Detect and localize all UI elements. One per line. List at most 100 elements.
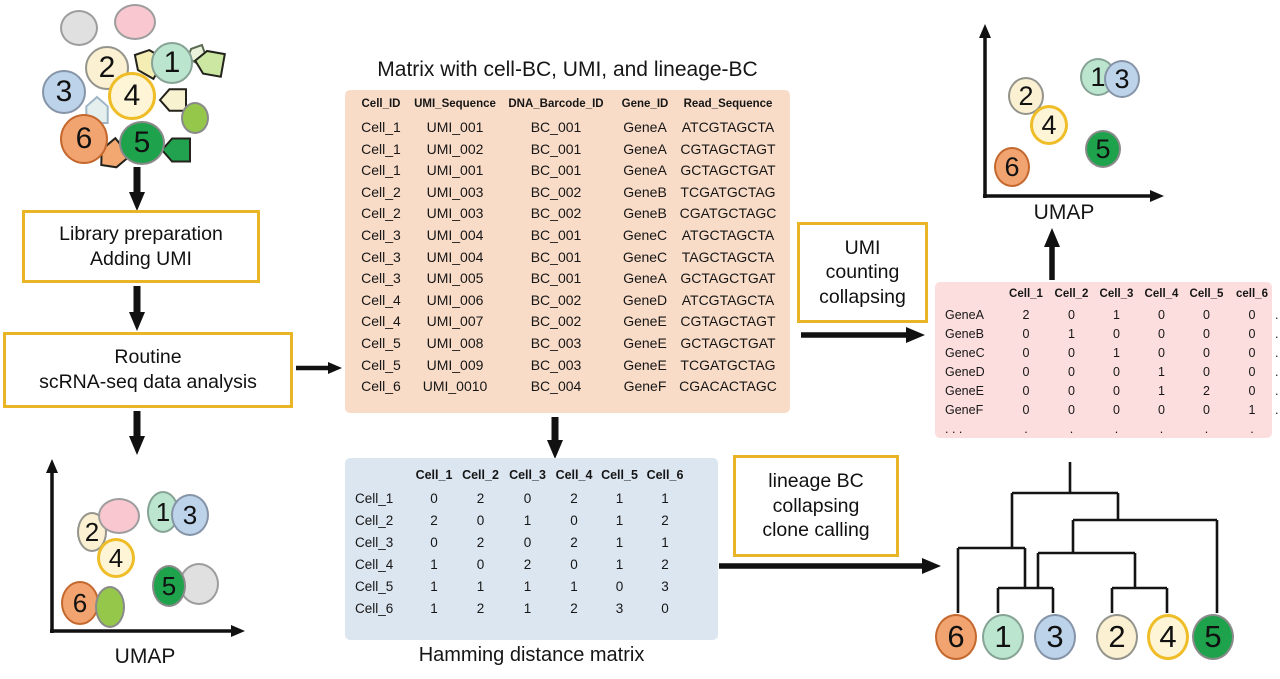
table-cell: .	[1204, 422, 1209, 436]
table-cell: BC_001	[530, 226, 582, 243]
table-cell: .	[1275, 346, 1279, 360]
table-cell: GeneB	[623, 183, 667, 200]
step-label-line: collapsing	[772, 494, 860, 517]
table-cell: 1	[523, 601, 532, 616]
table-cell: Cell_3	[361, 248, 401, 265]
cell-number-label: 1	[1090, 61, 1106, 92]
table-cell: 1	[430, 601, 438, 616]
cell-circle	[95, 586, 125, 628]
table-cell: GeneD	[622, 291, 668, 308]
table-cell: GeneE	[945, 384, 984, 398]
table-cell: UMI_002	[426, 140, 484, 157]
table-cell: UMI_004	[426, 248, 484, 265]
cell-circle-6: 6	[61, 581, 99, 625]
cell-circle-5: 5	[1085, 130, 1121, 168]
hamming-matrix-title: Hamming distance matrix	[418, 644, 645, 666]
header-cell: DNA_Barcode_ID	[508, 98, 604, 110]
table-cell: 2	[430, 513, 438, 528]
cell-circle	[181, 102, 209, 134]
table-cell: 1	[476, 579, 485, 594]
cell-number-label: 5	[1095, 133, 1111, 164]
table-cell: UMI_004	[426, 226, 484, 243]
header-cell: Cell_5	[1189, 288, 1224, 300]
table-cell: 2	[523, 557, 532, 572]
table-cell: 0	[1203, 365, 1210, 379]
table-cell: 1	[661, 491, 669, 506]
table-cell: 1	[570, 579, 578, 594]
table-cell: Cell_6	[361, 378, 401, 395]
header-cell: Cell_4	[1144, 288, 1179, 300]
table-cell: 2	[476, 491, 485, 506]
dendrogram-lines	[956, 462, 1219, 613]
table-cell: Cell_1	[361, 162, 401, 179]
cell-circle-4: 4	[1030, 105, 1068, 145]
table-cell: BC_001	[530, 140, 582, 157]
step-label-line: UMI	[844, 236, 881, 259]
cell-number-label: 4	[1159, 619, 1177, 654]
step-label-line: scRNA-seq data analysis	[39, 371, 257, 393]
table-cell: UMI_009	[426, 356, 484, 373]
table-cell: CGTAGCTAGT	[680, 140, 776, 157]
table-cell: Cell_2	[361, 205, 401, 222]
table-cell: 1	[661, 535, 669, 550]
table-cell: GeneA	[623, 162, 667, 179]
cell-number-label: 3	[1114, 63, 1130, 94]
table-cell: CGACACTAGC	[679, 378, 777, 395]
table-cell: Cell_2	[355, 513, 394, 528]
table-cell: .	[1275, 403, 1279, 417]
cell-number-label: 3	[182, 499, 198, 530]
table-cell: 1	[1113, 346, 1120, 360]
table-cell: BC_002	[530, 313, 582, 330]
step-label-line: Routine	[114, 346, 182, 369]
table-cell: BC_002	[530, 291, 582, 308]
table-cell: UMI_001	[426, 162, 484, 179]
step-label-line: clone calling	[762, 519, 870, 542]
table-cell: GeneB	[623, 205, 667, 222]
table-cell: 2	[570, 491, 578, 506]
table-cell: UMI_006	[426, 291, 484, 308]
table-cell: 0	[570, 513, 578, 528]
table-cell: 0	[523, 535, 532, 550]
table-cell: ATGCTAGCTA	[681, 226, 775, 243]
header-cell: Read_Sequence	[683, 98, 773, 110]
cell-circle-3: 3	[1034, 614, 1076, 660]
cell-number-label: 2	[1018, 80, 1034, 111]
cell-circle-6: 6	[994, 147, 1030, 187]
table-cell: Cell_3	[361, 270, 401, 287]
table-cell: 1	[430, 579, 438, 594]
table-cell: GeneA	[623, 119, 667, 135]
table-cell: 0	[1022, 403, 1030, 417]
cell-circle-3: 3	[42, 70, 86, 114]
table-cell: 0	[523, 491, 532, 506]
table-cell: UMI_005	[426, 270, 484, 287]
header-cell: Cell_1	[1009, 288, 1043, 300]
table-cell: 0	[1248, 346, 1256, 360]
header-cell: Cell_2	[462, 468, 499, 482]
table-cell: GCTAGCTGAT	[680, 334, 776, 351]
table-cell: BC_001	[530, 119, 582, 135]
cell-circle-4: 4	[97, 538, 135, 578]
table-cell: ATCGTAGCTA	[681, 119, 775, 135]
table-cell: 0	[1113, 365, 1120, 379]
umi-counting-step-box: UMI counting collapsing	[797, 222, 928, 323]
umap-top-axis-label: UMAP	[1033, 201, 1095, 224]
header-cell: Cell_3	[509, 468, 546, 482]
table-cell: 0	[661, 601, 669, 616]
table-cell: TCGATGCTAG	[680, 356, 776, 373]
table-cell: 0	[570, 557, 578, 572]
table-cell: 0	[1248, 327, 1256, 341]
table-cell: Cell_1	[361, 119, 401, 135]
cell-number-label: 2	[84, 516, 100, 547]
cell-number-label: 1	[994, 619, 1012, 654]
cell-circle-2: 2	[1008, 77, 1044, 115]
